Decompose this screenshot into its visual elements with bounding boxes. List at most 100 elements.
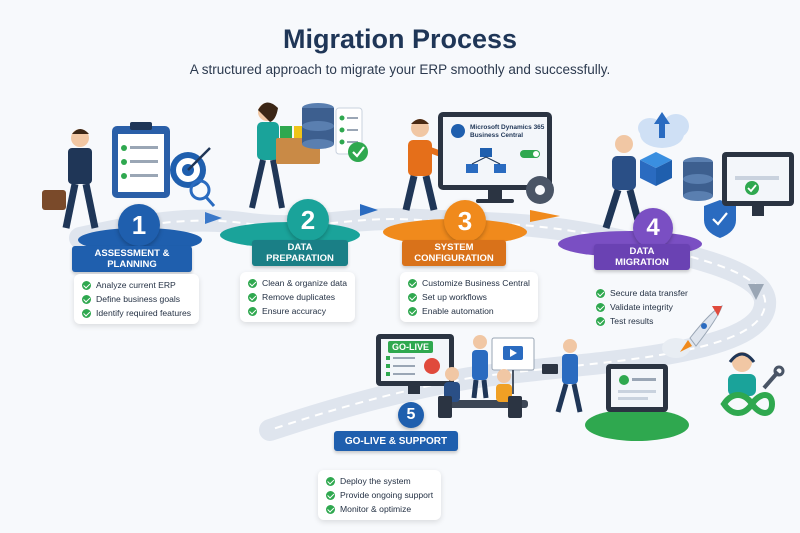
clipboard-icon [112, 122, 170, 198]
bc-screen-title: Microsoft Dynamics 365 Business Central [470, 124, 544, 140]
checklist-item: Test results [596, 314, 688, 328]
database-icon [302, 103, 334, 149]
check-icon [248, 278, 257, 288]
page-subtitle: A structured approach to migrate your ER… [189, 62, 611, 77]
arrow-icon [748, 284, 764, 300]
checklist-item: Clean & organize data [248, 276, 347, 290]
target-icon [170, 147, 211, 188]
step-label-line2: CONFIGURATION [414, 253, 494, 264]
checklist-text: Test results [610, 316, 654, 326]
developer-figure [402, 119, 454, 211]
cloud-upload-icon [638, 112, 689, 148]
wrench-icon [762, 365, 785, 390]
magnifier-icon [189, 179, 216, 207]
checklist-icon [335, 107, 368, 162]
step-checklist-card: Analyze current ERP Define business goal… [74, 274, 200, 324]
checklist-item: Identify required features [82, 306, 191, 320]
check-icon [82, 280, 91, 290]
rocket-icon [662, 305, 723, 358]
checklist-text: Validate integrity [610, 302, 673, 312]
check-icon [408, 278, 417, 288]
checklist-item: Analyze current ERP [82, 278, 191, 292]
team-meeting-figures [438, 335, 583, 418]
arrow-icon [205, 212, 222, 224]
checklist-item: Set up workflows [408, 290, 530, 304]
checklist-item: Customize Business Central [408, 276, 530, 290]
step-checklist-card: Clean & organize data Remove duplicates … [240, 272, 356, 322]
data-cube-icon [640, 152, 672, 186]
step-label-line1: SYSTEM [434, 242, 474, 253]
checklist-item: Remove duplicates [248, 290, 347, 304]
mover-figure [602, 135, 644, 230]
checklist-item: Secure data transfer [596, 286, 688, 300]
checklist-item: Provide ongoing support [326, 488, 433, 502]
checklist-text: Set up workflows [422, 292, 487, 302]
check-icon [596, 316, 605, 326]
checklist-item: Ensure accuracy [248, 304, 347, 318]
step-checklist-card: Secure data transfer Validate integrity … [588, 282, 696, 332]
checklist-text: Analyze current ERP [96, 280, 176, 290]
checklist-text: Ensure accuracy [262, 306, 327, 316]
step-number-badge: 2 [287, 199, 329, 241]
arrow-icon [360, 204, 378, 216]
step-number-badge: 4 [633, 208, 673, 248]
checklist-text: Deploy the system [340, 476, 411, 486]
road-centerline [79, 218, 767, 431]
checklist-text: Monitor & optimize [340, 504, 412, 514]
database-icon [683, 157, 713, 201]
checklist-text: Define business goals [96, 294, 181, 304]
step-label: ASSESSMENT &PLANNING [72, 246, 192, 272]
bc-screen-line2: Business Central [470, 132, 524, 139]
page-title: Migration Process [282, 24, 518, 54]
step-label-line1: DATA [287, 242, 313, 253]
support-agent-icon [728, 352, 756, 396]
step-label-line2: MIGRATION [615, 257, 669, 268]
woman-carrying-box-figure [249, 102, 285, 209]
checklist-text: Clean & organize data [262, 278, 348, 288]
checklist-item: Monitor & optimize [326, 502, 433, 516]
shield-icon [704, 200, 736, 238]
checklist-text: Customize Business Central [422, 278, 530, 288]
checklist-text: Enable automation [422, 306, 494, 316]
bc-screen-line1: Microsoft Dynamics 365 [470, 124, 545, 131]
check-icon [82, 308, 91, 318]
monitor-icon [606, 364, 668, 412]
check-icon [408, 292, 417, 302]
check-icon [326, 490, 335, 500]
step-number-badge: 3 [444, 200, 486, 242]
arrow-icon [530, 210, 560, 222]
check-icon [248, 306, 257, 316]
checklist-text: Secure data transfer [610, 288, 688, 298]
checklist-item: Deploy the system [326, 474, 433, 488]
check-icon [408, 306, 417, 316]
check-icon [82, 294, 91, 304]
step-checklist-card: Deploy the system Provide ongoing suppor… [318, 470, 442, 520]
check-icon [596, 288, 605, 298]
checklist-item: Define business goals [82, 292, 191, 306]
check-icon [326, 476, 335, 486]
check-icon [596, 302, 605, 312]
step-label-line2: PREPARATION [266, 253, 334, 264]
step-label: GO-LIVE & SUPPORT [334, 431, 458, 451]
monitor-icon [438, 112, 552, 203]
monitor-icon [722, 152, 794, 216]
step-label-line1: DATA [629, 246, 655, 257]
checklist-item: Validate integrity [596, 300, 688, 314]
step-number-badge: 1 [118, 204, 160, 246]
step-label-line1: GO-LIVE & SUPPORT [344, 435, 448, 447]
infinity-icon [720, 392, 776, 416]
golive-screen-label: GO-LIVE [388, 341, 434, 353]
checklist-text: Remove duplicates [262, 292, 336, 302]
step-checklist-card: Customize Business Central Set up workfl… [400, 272, 538, 322]
checklist-item: Enable automation [408, 304, 530, 318]
checklist-text: Provide ongoing support [340, 490, 434, 500]
step-number-badge: 5 [398, 402, 424, 428]
checklist-text: Identify required features [96, 308, 192, 318]
check-icon [326, 504, 335, 514]
presentation-icon [491, 337, 535, 394]
step-label-line2: PLANNING [107, 259, 157, 270]
